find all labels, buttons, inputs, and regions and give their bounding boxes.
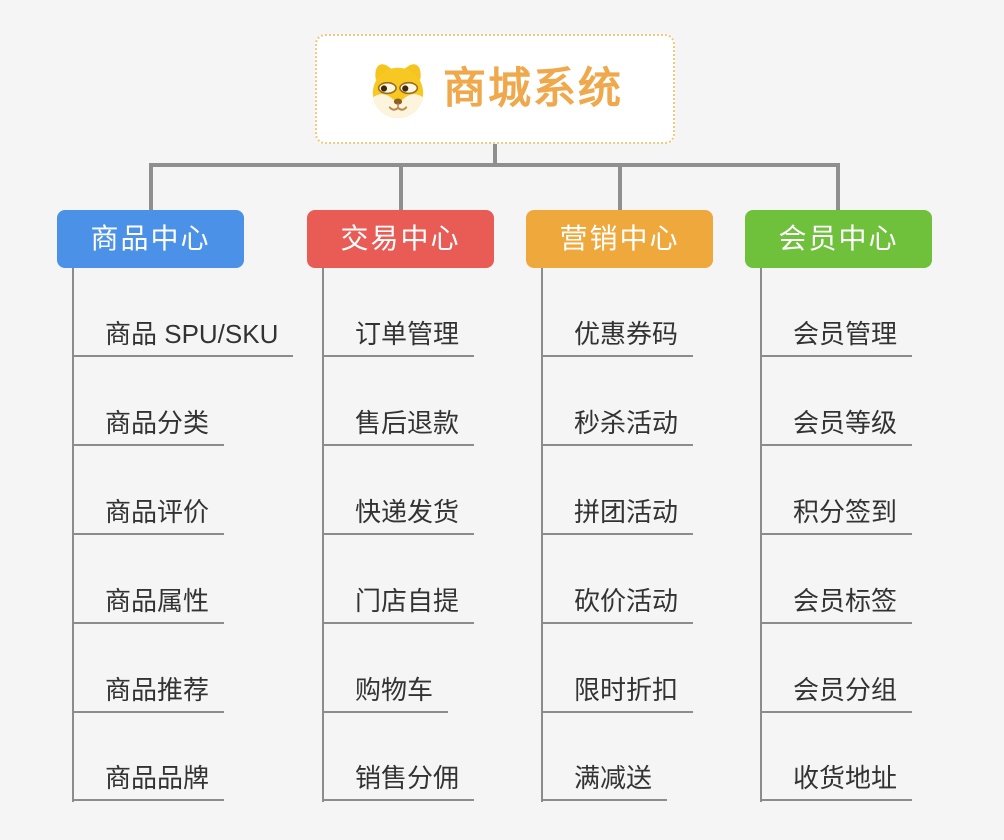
leaf-node[interactable]: 销售分佣	[322, 763, 475, 802]
root-title: 商城系统	[443, 64, 623, 113]
root-node[interactable]: 商城系统	[315, 34, 675, 144]
connector-drop-line	[836, 165, 840, 210]
leaf-node[interactable]: 积分签到	[760, 497, 913, 536]
leaf-node[interactable]: 商品 SPU/SKU	[72, 319, 294, 358]
branch-column-trade: 交易中心 订单管理 售后退款 快递发货 门店自提 购物车 销售分佣	[307, 210, 557, 820]
leaf-node[interactable]: 优惠券码	[541, 319, 694, 358]
leaf-node[interactable]: 秒杀活动	[541, 408, 694, 447]
leaf-node[interactable]: 商品属性	[72, 586, 225, 625]
leaf-node[interactable]: 会员分组	[760, 675, 913, 714]
connector-drop-line	[618, 165, 622, 210]
leaf-node[interactable]: 商品分类	[72, 408, 225, 447]
leaf-node[interactable]: 订单管理	[322, 319, 475, 358]
branch-node-marketing[interactable]: 营销中心	[526, 210, 713, 268]
branch-node-products[interactable]: 商品中心	[57, 210, 244, 268]
leaf-node[interactable]: 商品推荐	[72, 675, 225, 714]
leaf-node[interactable]: 砍价活动	[541, 586, 694, 625]
branch-column-products: 商品中心 商品 SPU/SKU 商品分类 商品评价 商品属性 商品推荐 商品品牌	[57, 210, 307, 820]
leaf-node[interactable]: 快递发货	[322, 497, 475, 536]
branch-node-members[interactable]: 会员中心	[745, 210, 932, 268]
leaf-node[interactable]: 满减送	[541, 763, 668, 802]
branch-column-members: 会员中心 会员管理 会员等级 积分签到 会员标签 会员分组 收货地址	[745, 210, 995, 820]
leaf-node[interactable]: 售后退款	[322, 408, 475, 447]
branch-node-trade[interactable]: 交易中心	[307, 210, 494, 268]
connector-drop-line	[399, 165, 403, 210]
leaf-node[interactable]: 购物车	[322, 675, 449, 714]
leaf-node[interactable]: 收货地址	[760, 763, 913, 802]
dog-face-icon	[372, 64, 424, 119]
connector-bus-line	[149, 163, 840, 167]
leaf-node[interactable]: 限时折扣	[541, 675, 694, 714]
leaf-node[interactable]: 商品品牌	[72, 763, 225, 802]
leaf-node[interactable]: 会员等级	[760, 408, 913, 447]
leaf-node[interactable]: 会员标签	[760, 586, 913, 625]
leaf-node[interactable]: 会员管理	[760, 319, 913, 358]
branch-column-marketing: 营销中心 优惠券码 秒杀活动 拼团活动 砍价活动 限时折扣 满减送	[526, 210, 776, 820]
leaf-node[interactable]: 拼团活动	[541, 497, 694, 536]
connector-root-stub	[493, 144, 497, 166]
leaf-node[interactable]: 门店自提	[322, 586, 475, 625]
leaf-node[interactable]: 商品评价	[72, 497, 225, 536]
connector-drop-line	[149, 165, 153, 210]
